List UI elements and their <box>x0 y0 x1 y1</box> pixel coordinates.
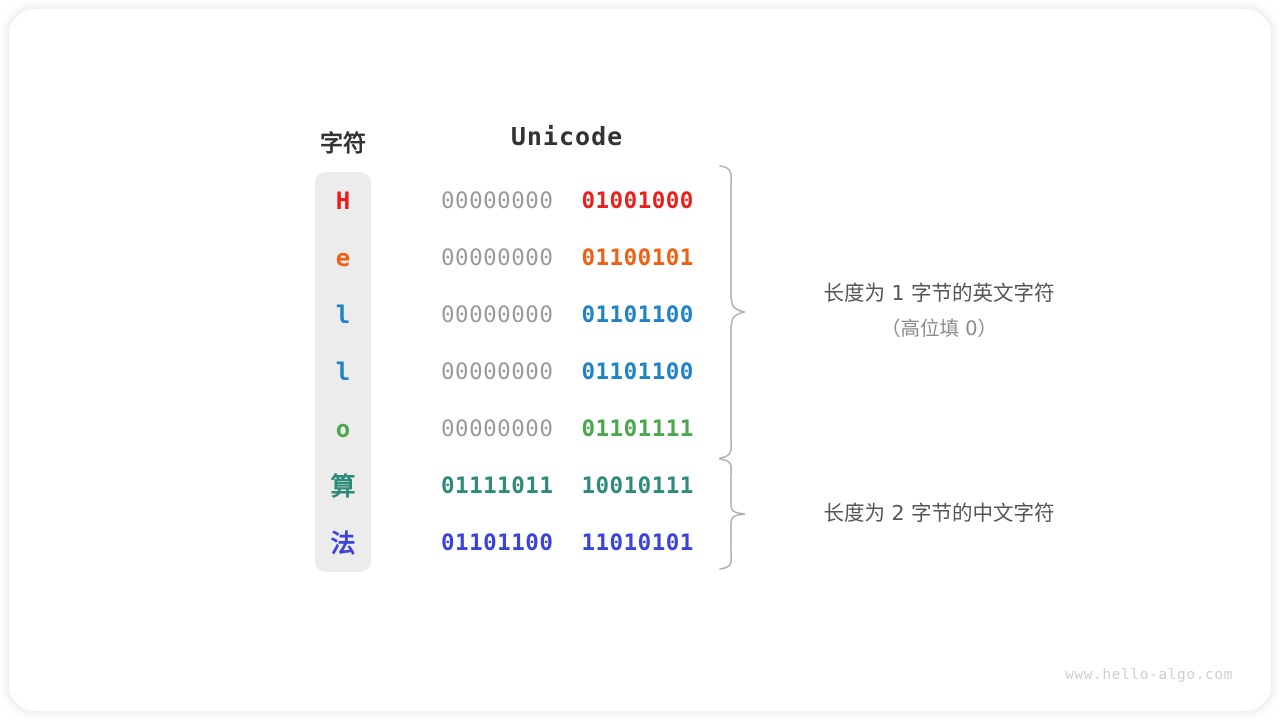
row-character: 法 <box>330 528 356 558</box>
row-unicode-bits: 00000000 01100101 <box>441 245 694 271</box>
row-low-byte: 10010111 <box>581 473 694 500</box>
table-row: e 00000000 01100101 <box>315 229 1115 286</box>
row-unicode-bits: 00000000 01101100 <box>441 359 694 385</box>
row-unicode-bits: 00000000 01001000 <box>441 188 694 214</box>
row-character: 算 <box>330 471 356 501</box>
row-low-byte: 11010101 <box>581 530 694 557</box>
figure-card: 字符 Unicode H 00000000 01001000 e 00000000 0… <box>9 9 1271 711</box>
row-character: H <box>335 186 351 215</box>
row-unicode-bits: 00000000 01101111 <box>441 416 694 442</box>
table-row: l 00000000 01101100 <box>315 343 1115 400</box>
brace-one-byte-group <box>719 165 746 459</box>
unicode-row-list: H 00000000 01001000 e 00000000 01100101 l 000… <box>315 172 1115 572</box>
header-character: 字符 <box>320 130 366 156</box>
header-unicode: Unicode <box>510 122 624 151</box>
table-row: l 00000000 01101100 <box>315 286 1115 343</box>
table-row: 法 01101100 11010101 <box>315 515 1115 572</box>
row-high-byte: 00000000 <box>441 358 554 385</box>
annotation-two-byte-line1: 长度为 2 字节的中文字符 <box>823 501 1055 525</box>
table-row: 算 01111011 10010111 <box>315 458 1115 515</box>
row-low-byte: 01101100 <box>581 358 694 385</box>
row-high-byte: 00000000 <box>441 416 554 443</box>
watermark-url: www.hello-algo.com <box>1065 667 1233 683</box>
row-unicode-bits: 01111011 10010111 <box>441 473 694 499</box>
annotation-one-byte: 长度为 1 字节的英文字符 （高位填 0） <box>769 275 1109 347</box>
row-low-byte: 01100101 <box>581 244 694 271</box>
table-row: o 00000000 01101111 <box>315 401 1115 458</box>
annotation-one-byte-line2: （高位填 0） <box>880 317 998 340</box>
row-unicode-bits: 00000000 01101100 <box>441 302 694 328</box>
row-high-byte: 00000000 <box>441 301 554 328</box>
brace-two-byte-group <box>719 458 746 570</box>
row-character: l <box>335 300 351 329</box>
annotation-one-byte-line1: 长度为 1 字节的英文字符 <box>823 281 1055 305</box>
row-character: l <box>335 357 351 386</box>
character-column-panel <box>315 172 371 572</box>
row-character: e <box>335 243 351 272</box>
annotation-two-byte: 长度为 2 字节的中文字符 <box>769 495 1109 531</box>
row-high-byte: 01111011 <box>441 473 554 500</box>
row-high-byte: 01101100 <box>441 530 554 557</box>
row-unicode-bits: 01101100 11010101 <box>441 530 694 556</box>
table-row: H 00000000 01001000 <box>315 172 1115 229</box>
row-low-byte: 01101111 <box>581 416 694 443</box>
row-low-byte: 01001000 <box>581 187 694 214</box>
row-high-byte: 00000000 <box>441 244 554 271</box>
row-high-byte: 00000000 <box>441 187 554 214</box>
row-character: o <box>335 415 351 444</box>
row-low-byte: 01101100 <box>581 301 694 328</box>
